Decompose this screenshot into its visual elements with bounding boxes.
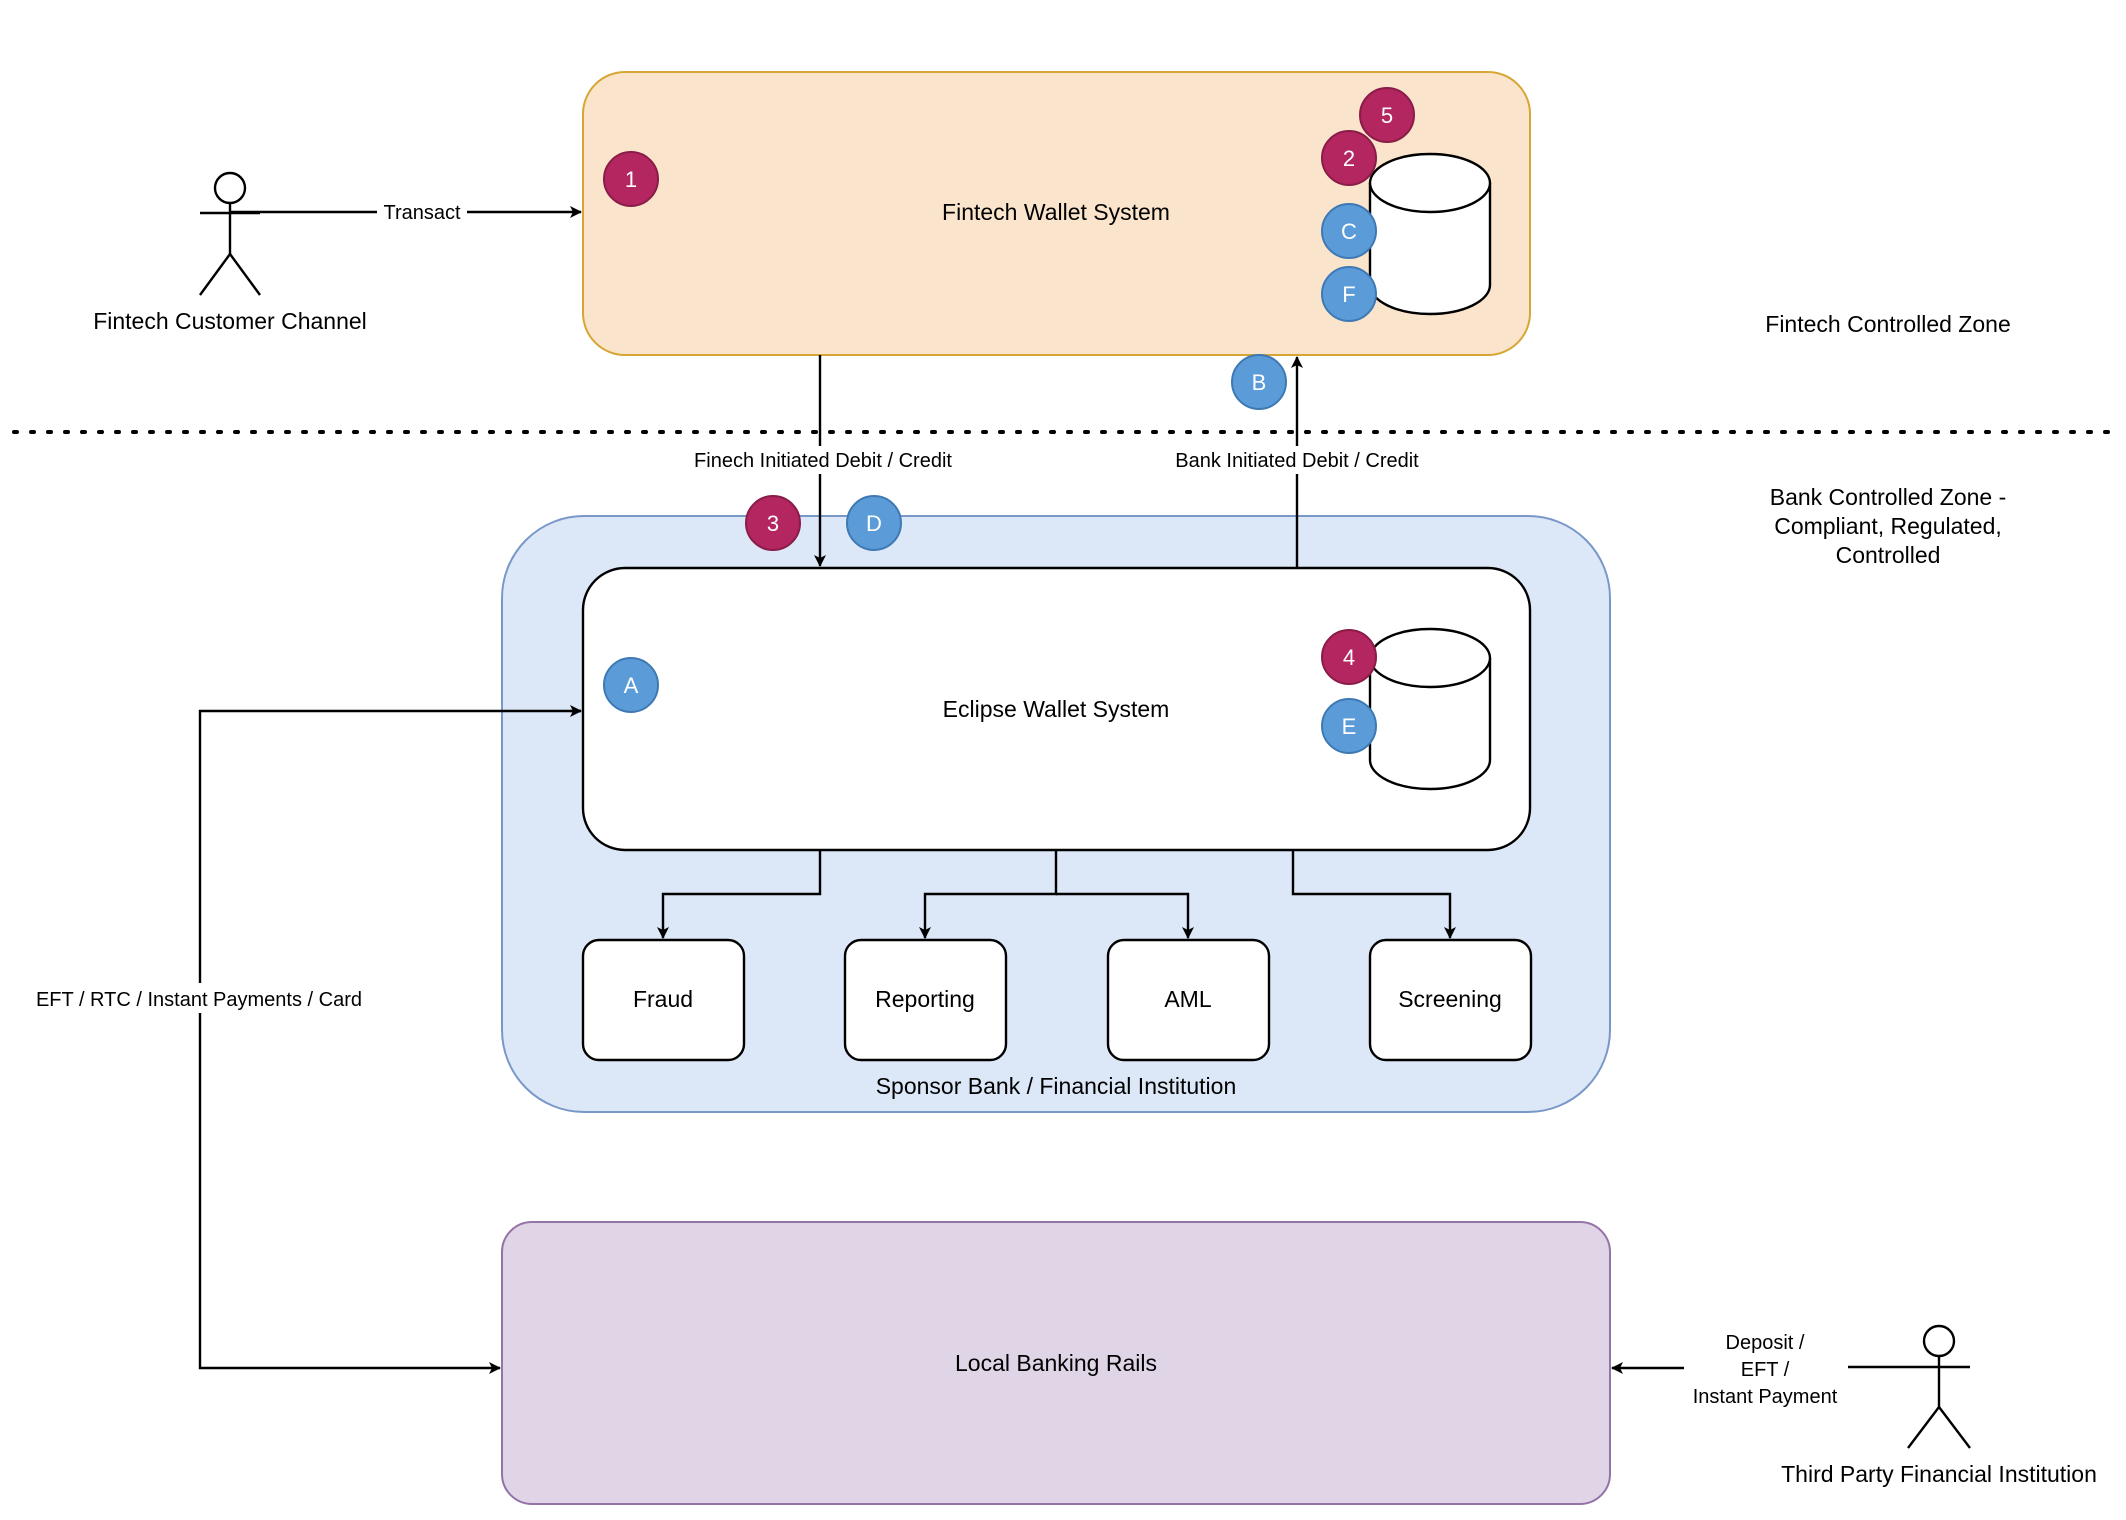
badge-d: D [846,495,902,551]
badge-a: A [603,657,659,713]
eft-rtc-label: EFT / RTC / Instant Payments / Card [36,989,362,1011]
local-banking-rails-label: Local Banking Rails [955,1350,1157,1376]
badge-c: C [1321,203,1377,259]
edge-eclipse-reporting [919,850,1058,939]
fintech-database-icon [1368,152,1492,316]
eclipse-database-icon [1368,627,1492,791]
deposit-label-line-1: Deposit / [1726,1332,1805,1354]
svg-text:3: 3 [767,511,779,536]
bank-zone-label-line-1: Bank Controlled Zone - [1770,484,2007,510]
edge-eclipse-aml [1056,892,1194,939]
fintech-initiated-label: Finech Initiated Debit / Credit [694,450,952,472]
local-banking-rails-box[interactable] [501,1221,1611,1505]
aml-label: AML [1164,986,1212,1012]
bank-zone-label-line-3: Controlled [1836,542,1941,568]
svg-text:D: D [866,511,882,536]
bank-zone-label-line-2: Compliant, Regulated, [1774,513,2002,539]
svg-text:F: F [1342,282,1355,307]
transact-label: Transact [383,202,461,224]
reporting-label: Reporting [875,986,975,1012]
bank-initiated-label: Bank Initiated Debit / Credit [1175,450,1419,472]
badge-1: 1 [603,151,659,207]
third-party-label: Third Party Financial Institution [1781,1461,2097,1487]
fintech-wallet-system-box[interactable] [582,71,1531,356]
fraud-label: Fraud [633,986,693,1012]
badge-f: F [1321,266,1377,322]
badge-e: E [1321,698,1377,754]
screening-label: Screening [1398,986,1502,1012]
fintech-customer-label: Fintech Customer Channel [93,308,367,334]
aml-box[interactable] [1106,938,1271,1062]
svg-text:5: 5 [1381,103,1393,128]
fintech-wallet-system-label: Fintech Wallet System [942,199,1170,225]
svg-text:C: C [1341,219,1357,244]
svg-text:1: 1 [625,167,637,192]
svg-text:A: A [624,673,639,698]
eclipse-wallet-system-label: Eclipse Wallet System [943,696,1170,722]
svg-text:4: 4 [1343,645,1355,670]
screening-box[interactable] [1368,938,1533,1062]
deposit-label-line-3: Instant Payment [1693,1386,1838,1408]
badge-2: 2 [1321,130,1377,186]
deposit-label-line-2: EFT / [1741,1359,1790,1381]
badge-b: B [1231,354,1287,410]
fintech-customer-actor-icon [199,171,261,296]
reporting-box[interactable] [843,938,1008,1062]
badge-4: 4 [1321,629,1377,685]
sponsor-bank-label: Sponsor Bank / Financial Institution [876,1073,1237,1099]
badge-3: 3 [745,495,801,551]
third-party-actor-icon [1848,1324,1971,1449]
fraud-box[interactable] [581,938,746,1062]
badge-5: 5 [1359,87,1415,143]
svg-text:B: B [1252,370,1267,395]
fintech-zone-label: Fintech Controlled Zone [1765,311,2010,337]
edge-eft-rtc [198,709,581,1374]
svg-text:2: 2 [1343,146,1355,171]
svg-text:E: E [1342,714,1357,739]
edge-eclipse-screening [1291,850,1456,939]
edge-eclipse-fraud [657,850,822,939]
